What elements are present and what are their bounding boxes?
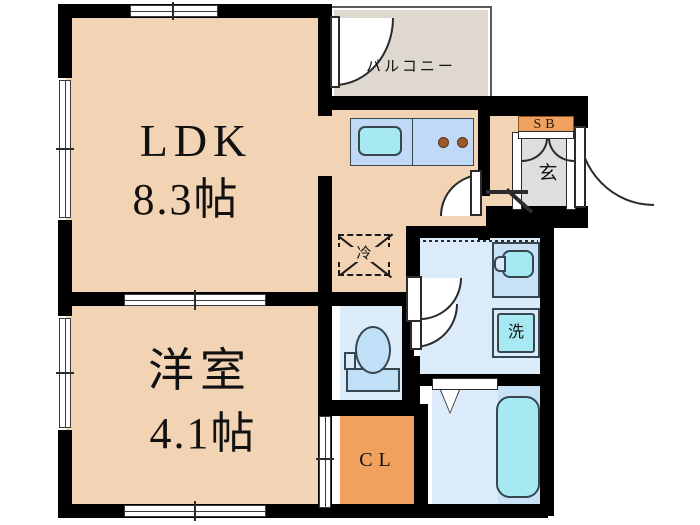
ldk-name-label: LDK (139, 115, 253, 166)
genkan-frame-left (512, 132, 522, 210)
closet-fill (340, 414, 416, 508)
balcony-label: バルコニー (366, 59, 456, 75)
wall-below-genkan (486, 206, 588, 228)
window-bedroom-right-mullion (316, 458, 334, 460)
wall-kitchen-top (318, 96, 518, 110)
shoe-box-label: SB (533, 117, 559, 132)
toilet-paper-holder-icon (344, 352, 356, 370)
wall-closet-top (332, 404, 420, 416)
wall-closet-right (414, 404, 428, 518)
kitchen-hall-door-leaf (470, 170, 482, 216)
window-ldk-top (130, 5, 218, 17)
wall-left-lower (58, 430, 72, 518)
window-ldk-top-mullion (172, 2, 174, 20)
window-bedroom-right (319, 416, 331, 508)
window-bedroom-bottom-mullion (194, 501, 196, 521)
wall-right-washroom (540, 226, 554, 516)
bath-door-swing-marker (441, 390, 459, 412)
bathtub (496, 396, 540, 498)
wall-toilet-top (332, 294, 414, 306)
window-ldk-left-mullion (56, 148, 74, 150)
kitchen-counter-divider (412, 118, 413, 166)
closet-label: CL (359, 449, 397, 471)
wall-ldk-right-lower (318, 176, 332, 306)
lavatory-counter-outline (492, 242, 540, 298)
gas-burner-left-icon (438, 137, 449, 148)
front-door-swing (578, 128, 654, 206)
genkan-label: 玄 (538, 163, 558, 184)
ldk-floor-fill (66, 12, 324, 300)
bedroom-floor-fill (66, 300, 324, 512)
wall-left-upper (58, 4, 72, 78)
lavatory-basin (502, 250, 534, 278)
refrigerator-label: 冷 (338, 247, 390, 262)
bedroom-name-label: 洋室 (148, 345, 252, 396)
gas-burner-right-icon (457, 137, 468, 148)
washing-machine-inner (497, 313, 535, 353)
lavatory-faucet-icon (494, 256, 506, 272)
wall-washroom-left (406, 226, 420, 278)
wall-right-entry (574, 96, 588, 130)
washroom-ceiling-strip (422, 238, 538, 243)
kitchen-sink (358, 126, 402, 156)
toilet-bowl (355, 326, 391, 374)
wall-entry-top (488, 96, 588, 116)
balcony-door-leaf (330, 16, 340, 88)
window-bedroom-left-mullion (56, 372, 74, 374)
wall-balcony-left (318, 4, 332, 104)
wall-hall-left-nub (478, 226, 490, 240)
bedroom-size-label: 4.1帖 (149, 409, 257, 458)
washroom-door-leaf (406, 276, 422, 322)
ldk-size-label: 8.3帖 (132, 175, 240, 224)
bath-door-panel (432, 378, 498, 390)
front-door-leaf (574, 126, 586, 208)
window-bedroom-top-mullion (194, 290, 196, 310)
washing-machine-label: 洗 (507, 324, 524, 341)
